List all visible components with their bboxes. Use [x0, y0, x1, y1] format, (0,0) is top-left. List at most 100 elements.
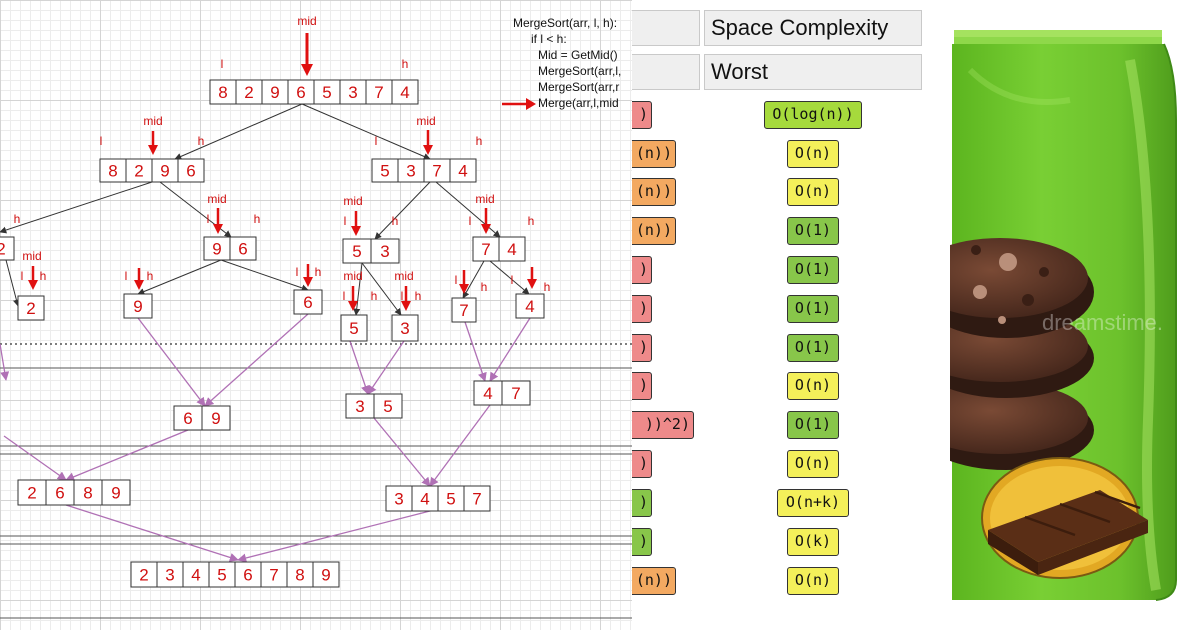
left-complexity-badge: ): [632, 528, 652, 556]
array-cell-value: 7: [459, 301, 468, 320]
split-edges: [0, 103, 530, 316]
merge-edges: [0, 313, 531, 563]
array-node: 7: [451, 297, 477, 323]
pointer-label: l: [343, 289, 346, 303]
array-node: 9: [123, 293, 153, 319]
pointer-label: l: [375, 134, 378, 148]
space-complexity-badge: O(1): [786, 256, 840, 284]
merge-edge: [373, 417, 431, 487]
array-cell-value: 9: [111, 484, 120, 503]
header-cell-cropped: [632, 10, 700, 46]
pointer-label: l: [296, 265, 299, 279]
array-cell-value: 6: [243, 566, 252, 585]
array-cell-value: 4: [458, 162, 467, 181]
array-cell-value: 7: [481, 240, 490, 259]
cookie-stack: [950, 238, 1094, 470]
array-cell-value: 4: [191, 566, 200, 585]
array-cell-value: 8: [83, 484, 92, 503]
array-cell-value: 7: [269, 566, 278, 585]
pointer-label: h: [544, 280, 551, 294]
cookie-bag-image: dreamstime.: [950, 30, 1177, 601]
array-node: 2: [0, 236, 15, 261]
pointer-label: l: [100, 134, 103, 148]
split-edge: [435, 181, 501, 238]
array-cell-value: 8: [295, 566, 304, 585]
pointer-label: l: [207, 212, 210, 226]
array-cell-value: 3: [406, 162, 415, 181]
array-node: 2: [17, 295, 45, 321]
array-cell-value: 2: [26, 299, 35, 318]
array-cell-value: 8: [108, 162, 117, 181]
watermark-text: dreamstime.: [1042, 310, 1163, 335]
array-cell-value: 6: [238, 240, 247, 259]
pointer-label: mid: [416, 114, 435, 128]
left-complexity-badge: (n)): [632, 140, 676, 168]
pointer-label: l: [125, 269, 128, 283]
array-cell-value: 5: [383, 397, 392, 416]
pointer-label: l: [455, 273, 458, 287]
pointer-label: l: [511, 273, 514, 287]
array-cell-value: 7: [374, 83, 383, 102]
array-node: 5: [340, 314, 368, 342]
pointer-label: h: [528, 214, 535, 228]
split-edge: [220, 259, 309, 292]
split-edge: [489, 260, 530, 295]
array-cell-value: 9: [212, 240, 221, 259]
pointer-label: mid: [143, 114, 162, 128]
space-complexity-badge: O(k): [786, 528, 840, 556]
array-cell-value: 7: [472, 490, 481, 509]
array-cell-value: 7: [511, 384, 520, 403]
array-cell-value: 4: [507, 240, 516, 259]
space-complexity-badge: O(n): [786, 567, 840, 595]
code-line: if l < h:: [531, 32, 567, 46]
pointer-label: l: [221, 57, 224, 71]
left-complexity-badge: ): [632, 334, 652, 362]
array-cell-value: 3: [394, 490, 403, 509]
space-complexity-badge: O(n): [786, 450, 840, 478]
array-cell-value: 3: [380, 242, 389, 261]
code-pointer-arrow: [502, 98, 536, 110]
pointer-label: l: [344, 214, 347, 228]
header-cell-cropped: [632, 54, 700, 90]
header-space-complexity: Space Complexity: [704, 10, 922, 46]
split-edge: [361, 262, 402, 316]
array-cell-value: 5: [217, 566, 226, 585]
space-complexity-badge: O(1): [786, 334, 840, 362]
pointer-label: mid: [475, 192, 494, 206]
array-cell-value: 5: [352, 242, 361, 261]
space-complexity-badge: O(n): [786, 140, 840, 168]
space-complexity-badge: O(1): [786, 217, 840, 245]
code-line: MergeSort(arr, l, h):: [513, 16, 618, 30]
merge-edge: [0, 343, 10, 381]
level-separators: [0, 343, 632, 619]
split-edge: [174, 103, 303, 160]
pointer-label: l: [469, 214, 472, 228]
cookie-bag-illustration: dreamstime.: [950, 0, 1200, 630]
left-complexity-badge: (n)): [632, 217, 676, 245]
merge-edge: [204, 313, 309, 407]
pointer-label: h: [371, 289, 378, 303]
array-cell-value: 2: [244, 83, 253, 102]
split-edge: [301, 103, 431, 160]
pointer-label: mid: [343, 194, 362, 208]
pointer-label: h: [14, 212, 21, 226]
code-line: Mid = GetMid(): [538, 48, 618, 62]
array-cell-value: 2: [139, 566, 148, 585]
array-cell-value: 3: [400, 319, 409, 338]
array-cell-value: 9: [270, 83, 279, 102]
array-cell-value: 4: [525, 297, 534, 316]
merge-edge: [3, 435, 67, 481]
array-cell-value: 3: [355, 397, 364, 416]
array-cell-value: 2: [0, 240, 6, 259]
array-cell-value: 2: [134, 162, 143, 181]
space-complexity-badge: O(log(n)): [763, 101, 863, 129]
